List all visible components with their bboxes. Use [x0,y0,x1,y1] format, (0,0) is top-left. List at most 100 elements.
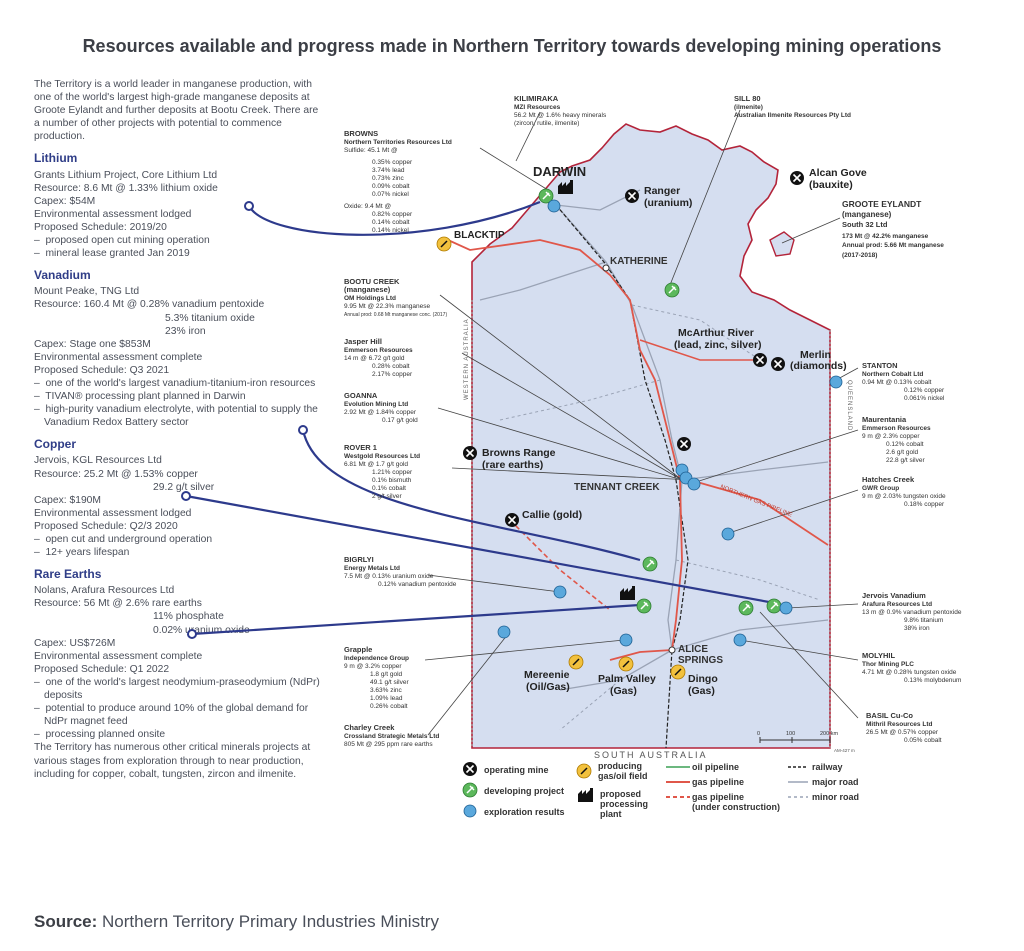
copper-indent: 29.2 g/t silver [153,481,215,493]
svg-text:200 km: 200 km [820,731,838,737]
svg-text:26.5 Mt @ 0.57% copper: 26.5 Mt @ 0.57% copper [866,729,939,736]
svg-text:0.09% cobalt: 0.09% cobalt [372,183,410,190]
lithium-line: Environmental assessment lodged [34,208,192,220]
svg-text:1.09% lead: 1.09% lead [370,695,403,702]
svg-text:14 m @ 6.72 g/t gold: 14 m @ 6.72 g/t gold [344,355,405,362]
svg-text:100: 100 [786,731,795,737]
territory-land [471,123,831,749]
blacktip-label: BLACKTIP [454,230,505,241]
copper-bullet: – open cut and underground operation [34,534,213,545]
map-legend: operating mine developing project explor… [462,761,859,819]
left-column: The Territory is a world leader in manga… [34,78,324,781]
svg-text:1.8 g/t gold: 1.8 g/t gold [370,671,403,678]
copper-line: Proposed Schedule: Q2/3 2020 [34,520,178,532]
lithium-line: Proposed Schedule: 2019/20 [34,221,167,233]
vanadium-line: Capex: Stage one $853M [34,338,151,350]
vanadium-indent: 23% iron [165,325,206,337]
rare-earths-line: Proposed Schedule: Q1 2022 [34,663,170,675]
svg-text:Grapple: Grapple [344,645,372,654]
svg-text:Thor Mining PLC: Thor Mining PLC [862,661,914,668]
svg-text:0.12% vanadium pentoxide: 0.12% vanadium pentoxide [378,581,457,588]
palm-valley-sub: (Gas) [610,685,637,697]
jasper-callout: Jasper Hill Emmerson Resources 14 m @ 6.… [344,337,413,378]
palm-valley-label: Palm Valley [598,673,656,685]
northern-gas-pipeline [689,479,829,546]
rare-earths-bullet: – potential to produce around 10% of the… [34,703,309,728]
svg-text:Westgold Resources Ltd: Westgold Resources Ltd [344,453,420,460]
molyhil-callout: MOLYHIL Thor Mining PLC 4.71 Mt @ 0.28% … [862,651,961,684]
legend-developing-project: developing project [484,786,564,796]
jervois-callout: Jervois Vanadium Arafura Resources Ltd 1… [862,591,962,632]
legend-producing: producing [598,761,642,771]
svg-text:0.94 Mt @ 0.13% cobalt: 0.94 Mt @ 0.13% cobalt [862,379,932,386]
svg-text:0: 0 [757,731,760,737]
svg-text:STANTON: STANTON [862,361,898,370]
browns-callout: BROWNS Northern Territories Resources Lt… [344,129,452,234]
svg-text:Sulfide: 45.1 Mt @: Sulfide: 45.1 Mt @ [344,147,398,154]
browns-range-label: Browns Range [482,447,556,459]
page-title: Resources available and progress made in… [82,36,942,56]
svg-text:56.2 Mt @ 1.6% heavy minerals: 56.2 Mt @ 1.6% heavy minerals [514,112,607,119]
lithium-line: Capex: $54M [34,195,96,207]
svg-text:0.26% cobalt: 0.26% cobalt [370,703,408,710]
svg-text:3.74% lead: 3.74% lead [372,167,405,174]
charley-callout: Charley Creek Crossland Strategic Metals… [344,723,439,748]
svg-text:0.17 g/t gold: 0.17 g/t gold [382,417,418,424]
closing-text: The Territory has numerous other critica… [34,742,311,780]
legend-railway: railway [812,762,843,772]
browns-range-sub: (rare earths) [482,459,543,471]
dingo-sub: (Gas) [688,685,715,697]
rare-earths-line: Environmental assessment complete [34,650,203,662]
queensland-label: QUEENSLAND [846,380,852,431]
svg-text:0.28% cobalt: 0.28% cobalt [372,363,410,370]
svg-text:Independence Group: Independence Group [344,655,409,662]
svg-text:2.92 Mt @ 1.84% copper: 2.92 Mt @ 1.84% copper [344,409,417,416]
copper-bullet: – 12+ years lifespan [34,547,130,559]
legend-operating-mine: operating mine [484,765,549,775]
svg-text:BIGRLYI: BIGRLYI [344,555,374,564]
svg-text:49.1 g/t silver: 49.1 g/t silver [370,679,409,686]
svg-text:2.6 g/t gold: 2.6 g/t gold [886,449,919,456]
svg-text:South 32 Ltd: South 32 Ltd [842,220,888,229]
copper-heading: Copper [34,437,76,452]
alcan-label: Alcan Gove [809,167,867,179]
svg-text:6.81 Mt @ 1.7 g/t gold: 6.81 Mt @ 1.7 g/t gold [344,461,408,468]
svg-text:9 m @ 2.03% tungsten oxide: 9 m @ 2.03% tungsten oxide [862,493,946,500]
svg-text:GOANNA: GOANNA [344,391,378,400]
svg-text:Hatches Creek: Hatches Creek [862,475,915,484]
svg-text:0.14% cobalt: 0.14% cobalt [372,219,410,226]
svg-text:9.95 Mt @ 22.3% manganese: 9.95 Mt @ 22.3% manganese [344,303,430,310]
western-australia-label: WESTERN AUSTRALIA [464,318,470,400]
callie-label: Callie (gold) [522,509,582,521]
copper-line: Resource: 25.2 Mt @ 1.53% copper [34,468,198,480]
ranger-label: Ranger [644,185,680,197]
svg-text:Charley Creek: Charley Creek [344,723,395,732]
vanadium-line: Proposed Schedule: Q3 2021 [34,364,170,376]
svg-text:9.8% titanium: 9.8% titanium [904,617,943,624]
svg-text:(manganese): (manganese) [842,210,892,219]
lithium-line: Resource: 8.6 Mt @ 1.33% lithium oxide [34,182,218,194]
rare-earths-line: Resource: 56 Mt @ 2.6% rare earths [34,598,202,610]
legend-processing: proposed [600,789,641,799]
svg-text:plant: plant [600,809,622,819]
legend-gas-pipeline: gas pipeline [692,777,744,787]
svg-text:0.061% nickel: 0.061% nickel [904,395,945,402]
svg-text:gas/oil field: gas/oil field [598,771,648,781]
svg-text:Annual prod: 0.68 Mt manganese: Annual prod: 0.68 Mt manganese conc. (20… [344,312,447,318]
vanadium-bullet: – TIVAN® processing plant planned in Dar… [34,391,246,403]
mcarthur-sub: (lead, zinc, silver) [674,339,762,351]
svg-text:Australian Ilmenite Resources: Australian Ilmenite Resources Pty Ltd [734,112,851,119]
stanton-callout: STANTON Northern Cobalt Ltd 0.94 Mt @ 0.… [862,361,945,402]
scale-bar: 0 100 200 km AM-427 m [757,731,855,753]
lithium-line: Grants Lithium Project, Core Lithium Ltd [34,169,218,181]
copper-section: Copper Jervois, KGL Resources Ltd Resour… [34,438,324,559]
kilimiraka-callout: KILIMIRAKA MZI Resources 56.2 Mt @ 1.6% … [514,94,607,127]
alcan-sub: (bauxite) [809,179,853,191]
lithium-bullet: – proposed open cut mining operation [34,235,210,247]
tennant-creek-label: TENNANT CREEK [574,482,660,493]
rare-earths-line: Nolans, Arafura Resources Ltd [34,585,175,597]
svg-text:0.13% molybdenum: 0.13% molybdenum [904,677,961,684]
svg-text:Arafura Resources Ltd: Arafura Resources Ltd [862,601,932,608]
rare-earths-bullet: – processing planned onsite [34,729,166,741]
svg-text:BOOTU CREEK: BOOTU CREEK [344,277,400,286]
